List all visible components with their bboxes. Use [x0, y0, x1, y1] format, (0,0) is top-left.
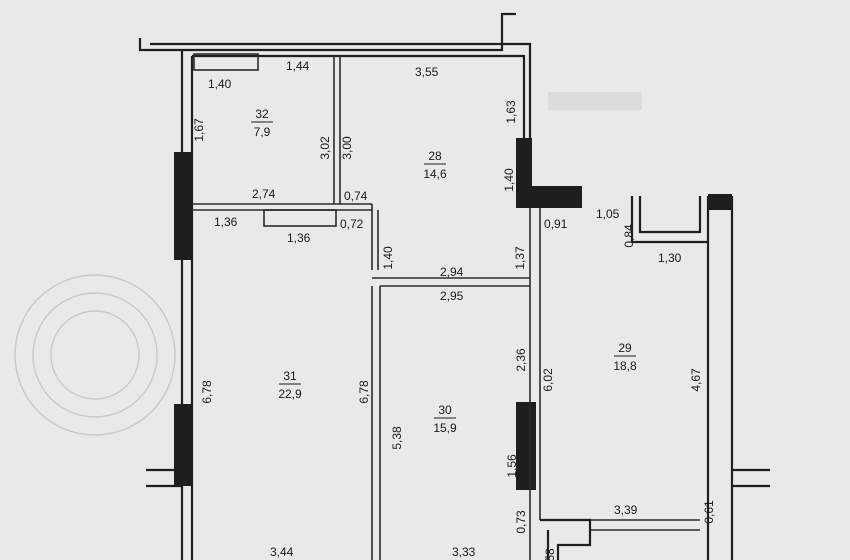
dimension-label: 1,40	[381, 246, 395, 270]
interior-walls	[192, 56, 541, 560]
dimension-label: 0,61	[702, 500, 716, 524]
dimension-label: 4,67	[689, 368, 703, 392]
dimension-label: 3,00	[340, 136, 354, 160]
room-label-28: 28 14,6	[423, 149, 447, 181]
dimension-label: 0,72	[340, 217, 364, 231]
dimension-label: 3,02	[318, 136, 332, 160]
dimension-label: 1,40	[502, 168, 516, 192]
room-area: 18,8	[613, 359, 637, 373]
stamp-watermark	[14, 274, 176, 436]
room-label-31: 31 22,9	[278, 369, 302, 401]
dimension-label: 2,95	[440, 289, 464, 303]
room-number: 30	[438, 403, 452, 417]
room-label-29: 29 18,8	[613, 341, 637, 373]
dimension-label: 6,78	[200, 380, 214, 404]
dimension-label: 1,30	[658, 251, 682, 265]
dimension-label: 3,55	[415, 65, 439, 79]
vent-shafts	[193, 53, 337, 227]
dimension-label: 1,36	[214, 215, 238, 229]
room-number: 32	[255, 107, 269, 121]
dimension-label: 0,84	[622, 224, 636, 248]
dimension-label: 0,58	[543, 548, 557, 560]
room-number: 29	[618, 341, 632, 355]
dimension-label: 6,02	[541, 368, 555, 392]
dimension-labels: 1,40 1,44 3,55 1,63 1,67 3,02 3,00 2,74 0,74 1,40…	[192, 59, 716, 560]
dimension-label: 1,56	[505, 454, 519, 478]
wall-blocks	[174, 138, 732, 490]
room-label-32: 327,9	[251, 107, 273, 139]
dimension-label: 0,91	[544, 217, 568, 231]
dimension-label: 1,36	[287, 231, 311, 245]
dimension-label: 3,44	[270, 545, 294, 559]
dimension-label: 6,78	[357, 380, 371, 404]
dimension-label: 0,73	[514, 510, 528, 534]
dimension-label: 1,37	[513, 246, 527, 270]
dimension-label: 3,33	[452, 545, 476, 559]
blurred-patch	[548, 92, 642, 110]
room-number: 31	[283, 369, 297, 383]
dimension-label: 2,36	[514, 348, 528, 372]
dimension-label: 3,39	[614, 503, 638, 517]
dimension-label: 1,67	[192, 118, 206, 142]
room-area: 14,6	[423, 167, 447, 181]
room-number: 28	[428, 149, 442, 163]
room-area: 7,9	[254, 125, 271, 139]
room-label-30: 30 15,9	[433, 403, 457, 435]
dimension-label: 2,74	[252, 187, 276, 201]
room-area: 22,9	[278, 387, 302, 401]
dimension-label: 5,38	[390, 426, 404, 450]
dimension-label: 1,63	[504, 100, 518, 124]
dimension-label: 1,05	[596, 207, 620, 221]
dimension-label: 1,40	[208, 77, 232, 91]
room-area: 15,9	[433, 421, 457, 435]
outer-walls	[138, 12, 770, 560]
dimension-label: 0,74	[344, 189, 368, 203]
dimension-label: 2,94	[440, 265, 464, 279]
dimension-label: 1,44	[286, 59, 310, 73]
